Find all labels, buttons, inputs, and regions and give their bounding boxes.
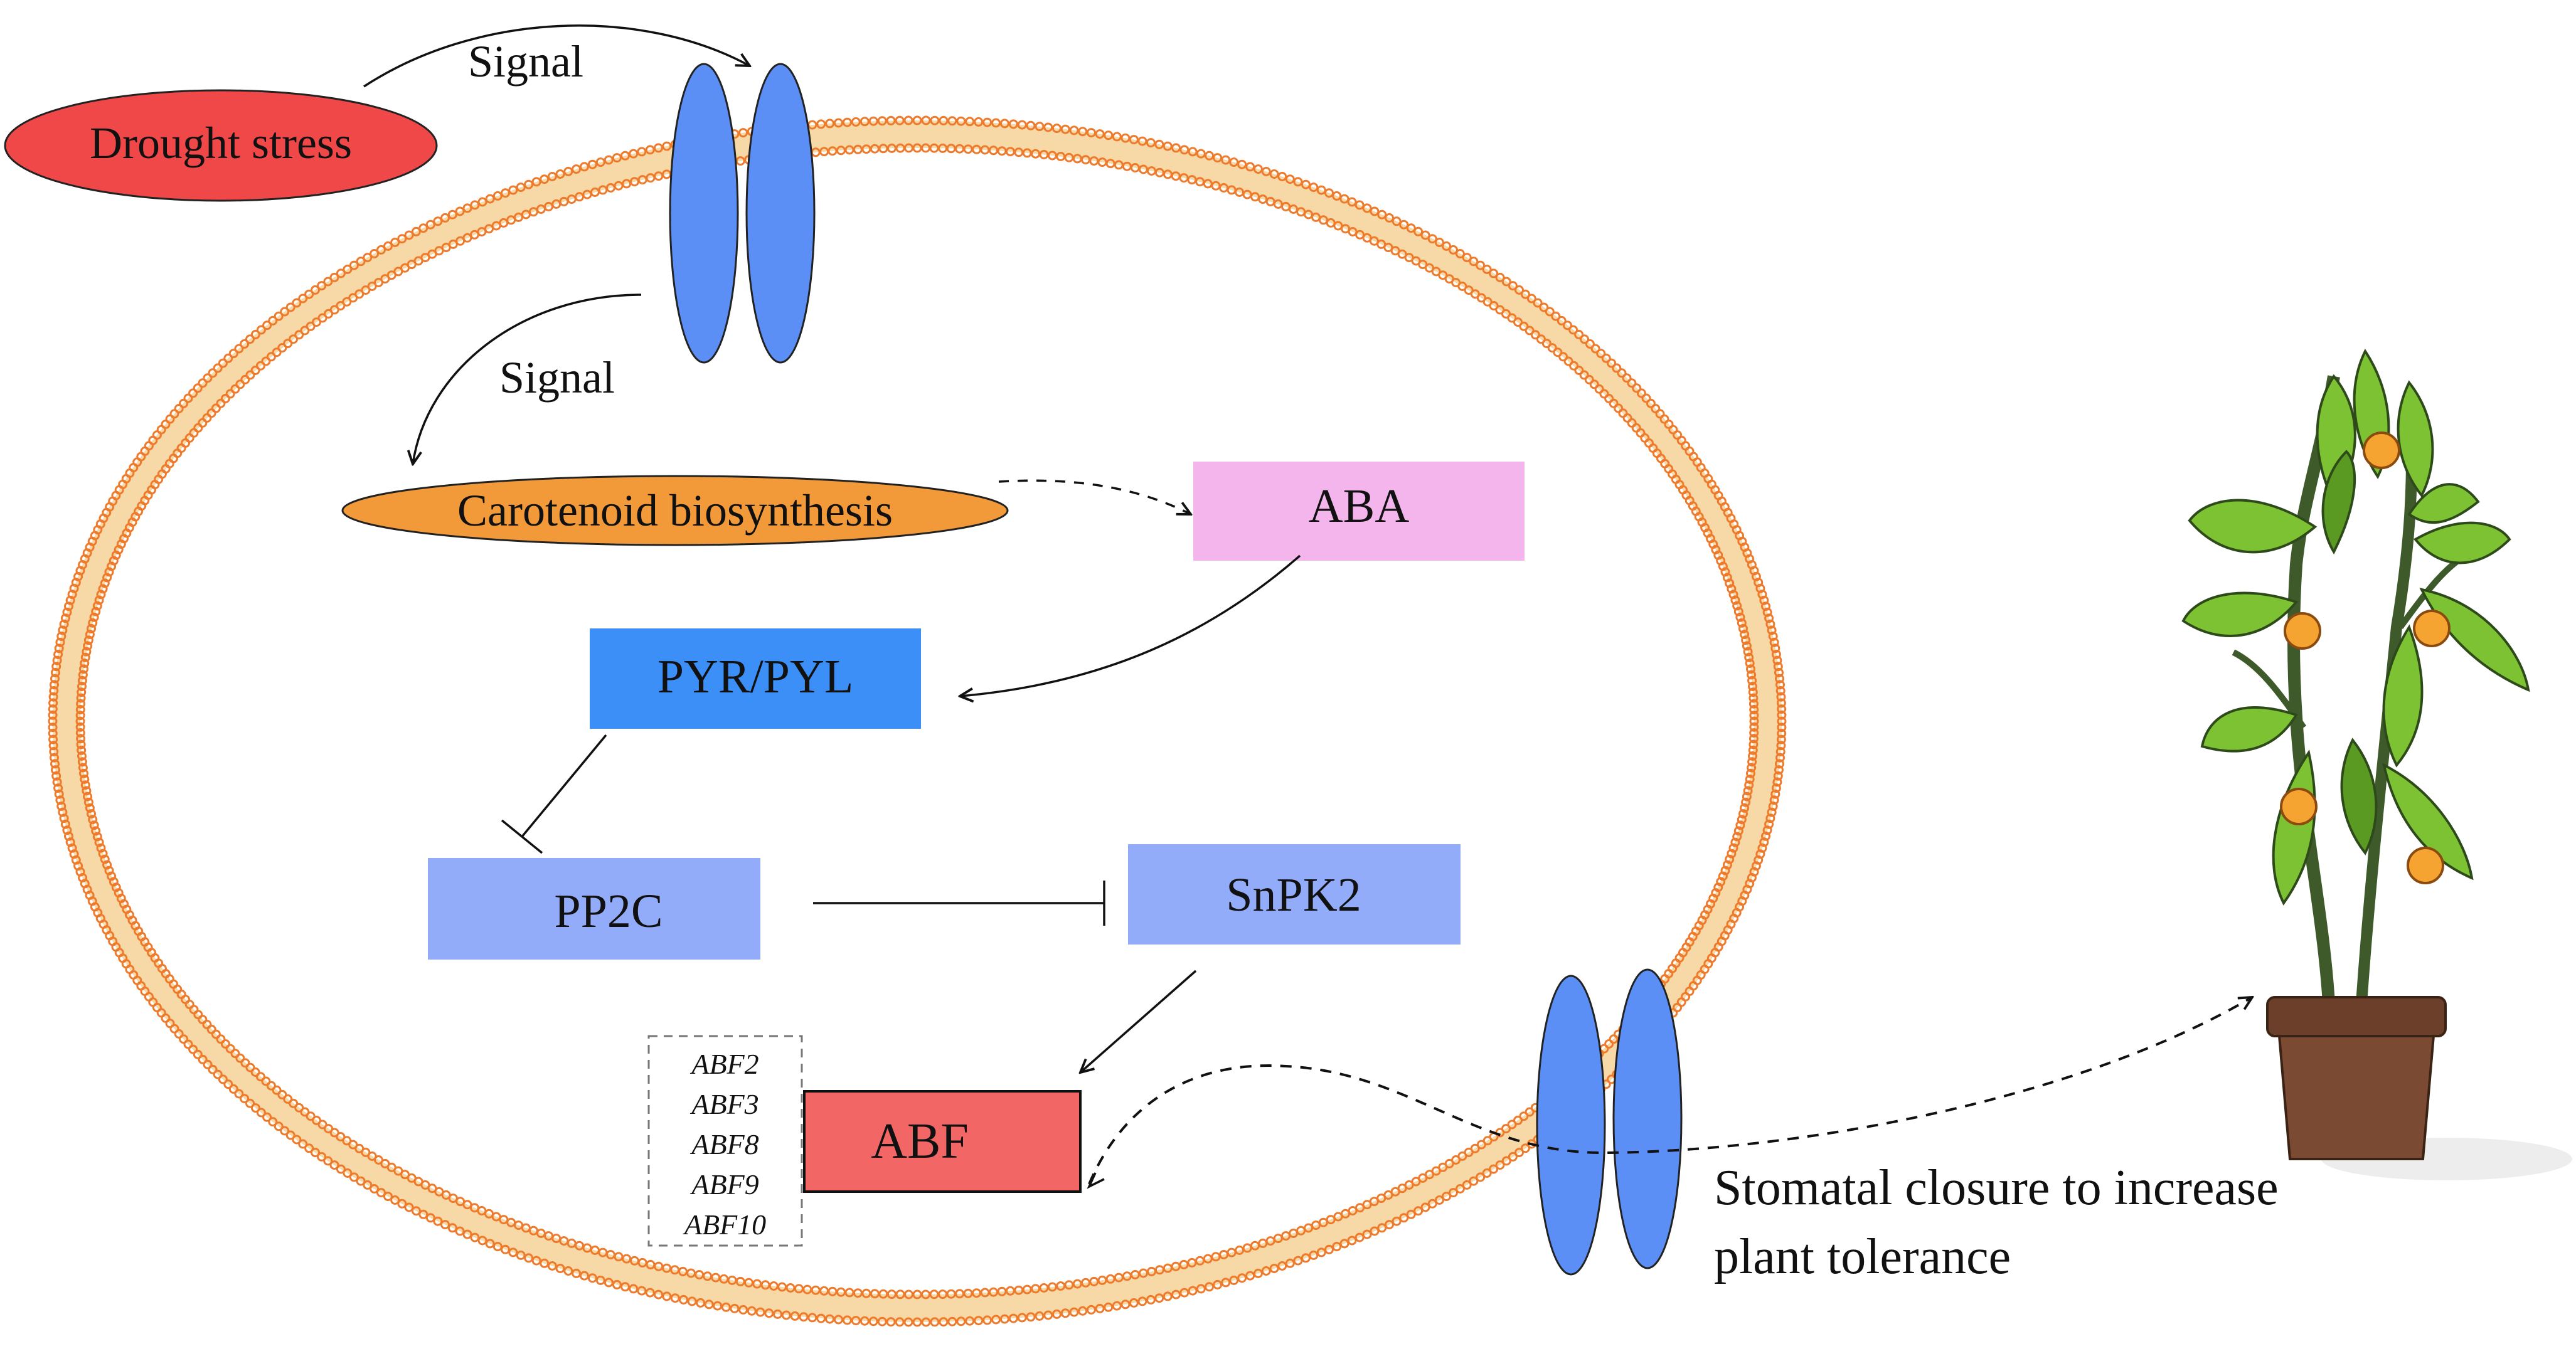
abf-to-plant-arrow (1088, 997, 2252, 1185)
abf-gene-label: ABF10 (683, 1209, 766, 1241)
channel-subunit-left (1536, 975, 1606, 1276)
signal-in-label: Signal (468, 36, 583, 87)
carotenoid-biosynthesis-label: Carotenoid biosynthesis (457, 485, 893, 536)
plant-pot (2266, 996, 2447, 1160)
pyr-pyl-node: PYR/PYL (590, 628, 921, 729)
snpk2-node: SnPK2 (1128, 844, 1461, 945)
signal-inside-arrow (413, 294, 642, 464)
membrane-band (53, 120, 1782, 1322)
abf-return-arrowhead (1087, 1172, 1105, 1189)
pyr-pyl-label: PYR/PYL (657, 650, 854, 703)
abf-node: ABF (803, 1090, 1082, 1193)
abf-gene-label: ABF8 (689, 1128, 758, 1160)
pp2c-label: PP2C (554, 885, 663, 938)
membrane-channel-top (669, 63, 816, 364)
signal-inside-label: Signal (499, 352, 615, 403)
channel-subunit-right (745, 63, 816, 364)
drought-stress-label: Drought stress (90, 118, 352, 168)
signal-in-arrow (363, 24, 750, 88)
channel-subunit-left (669, 63, 739, 364)
drought-stress-node: Drought stress (4, 89, 438, 202)
aba-label: ABA (1309, 480, 1410, 532)
abf-gene-label: ABF2 (689, 1048, 758, 1080)
carotenoid-biosynthesis-node: Carotenoid biosynthesis (341, 475, 1009, 546)
membrane-channel-bottom (1536, 968, 1683, 1276)
pyr-inhibits-pp2c (501, 734, 607, 854)
abf-label: ABF (871, 1114, 969, 1169)
potted-plant-illustration (2181, 349, 2572, 1180)
snpk2-to-abf-arrow (1080, 970, 1197, 1072)
aba-node: ABA (1193, 462, 1525, 561)
outcome-line-2: plant tolerance (1714, 1229, 2011, 1284)
pp2c-inhibits-snpk2 (813, 881, 1105, 926)
plant-leaves (2181, 349, 2530, 906)
aba-to-pyr-arrow (960, 554, 1301, 696)
abf-gene-label: ABF9 (689, 1168, 758, 1200)
carotenoid-to-aba-arrow (998, 479, 1191, 514)
outcome-line-1: Stomatal closure to increase (1714, 1160, 2279, 1215)
pp2c-node: PP2C (428, 858, 760, 960)
plant-fruits (2280, 431, 2451, 884)
channel-subunit-right (1612, 968, 1683, 1269)
abf-gene-label: ABF3 (689, 1088, 758, 1120)
snpk2-label: SnPK2 (1226, 869, 1361, 921)
